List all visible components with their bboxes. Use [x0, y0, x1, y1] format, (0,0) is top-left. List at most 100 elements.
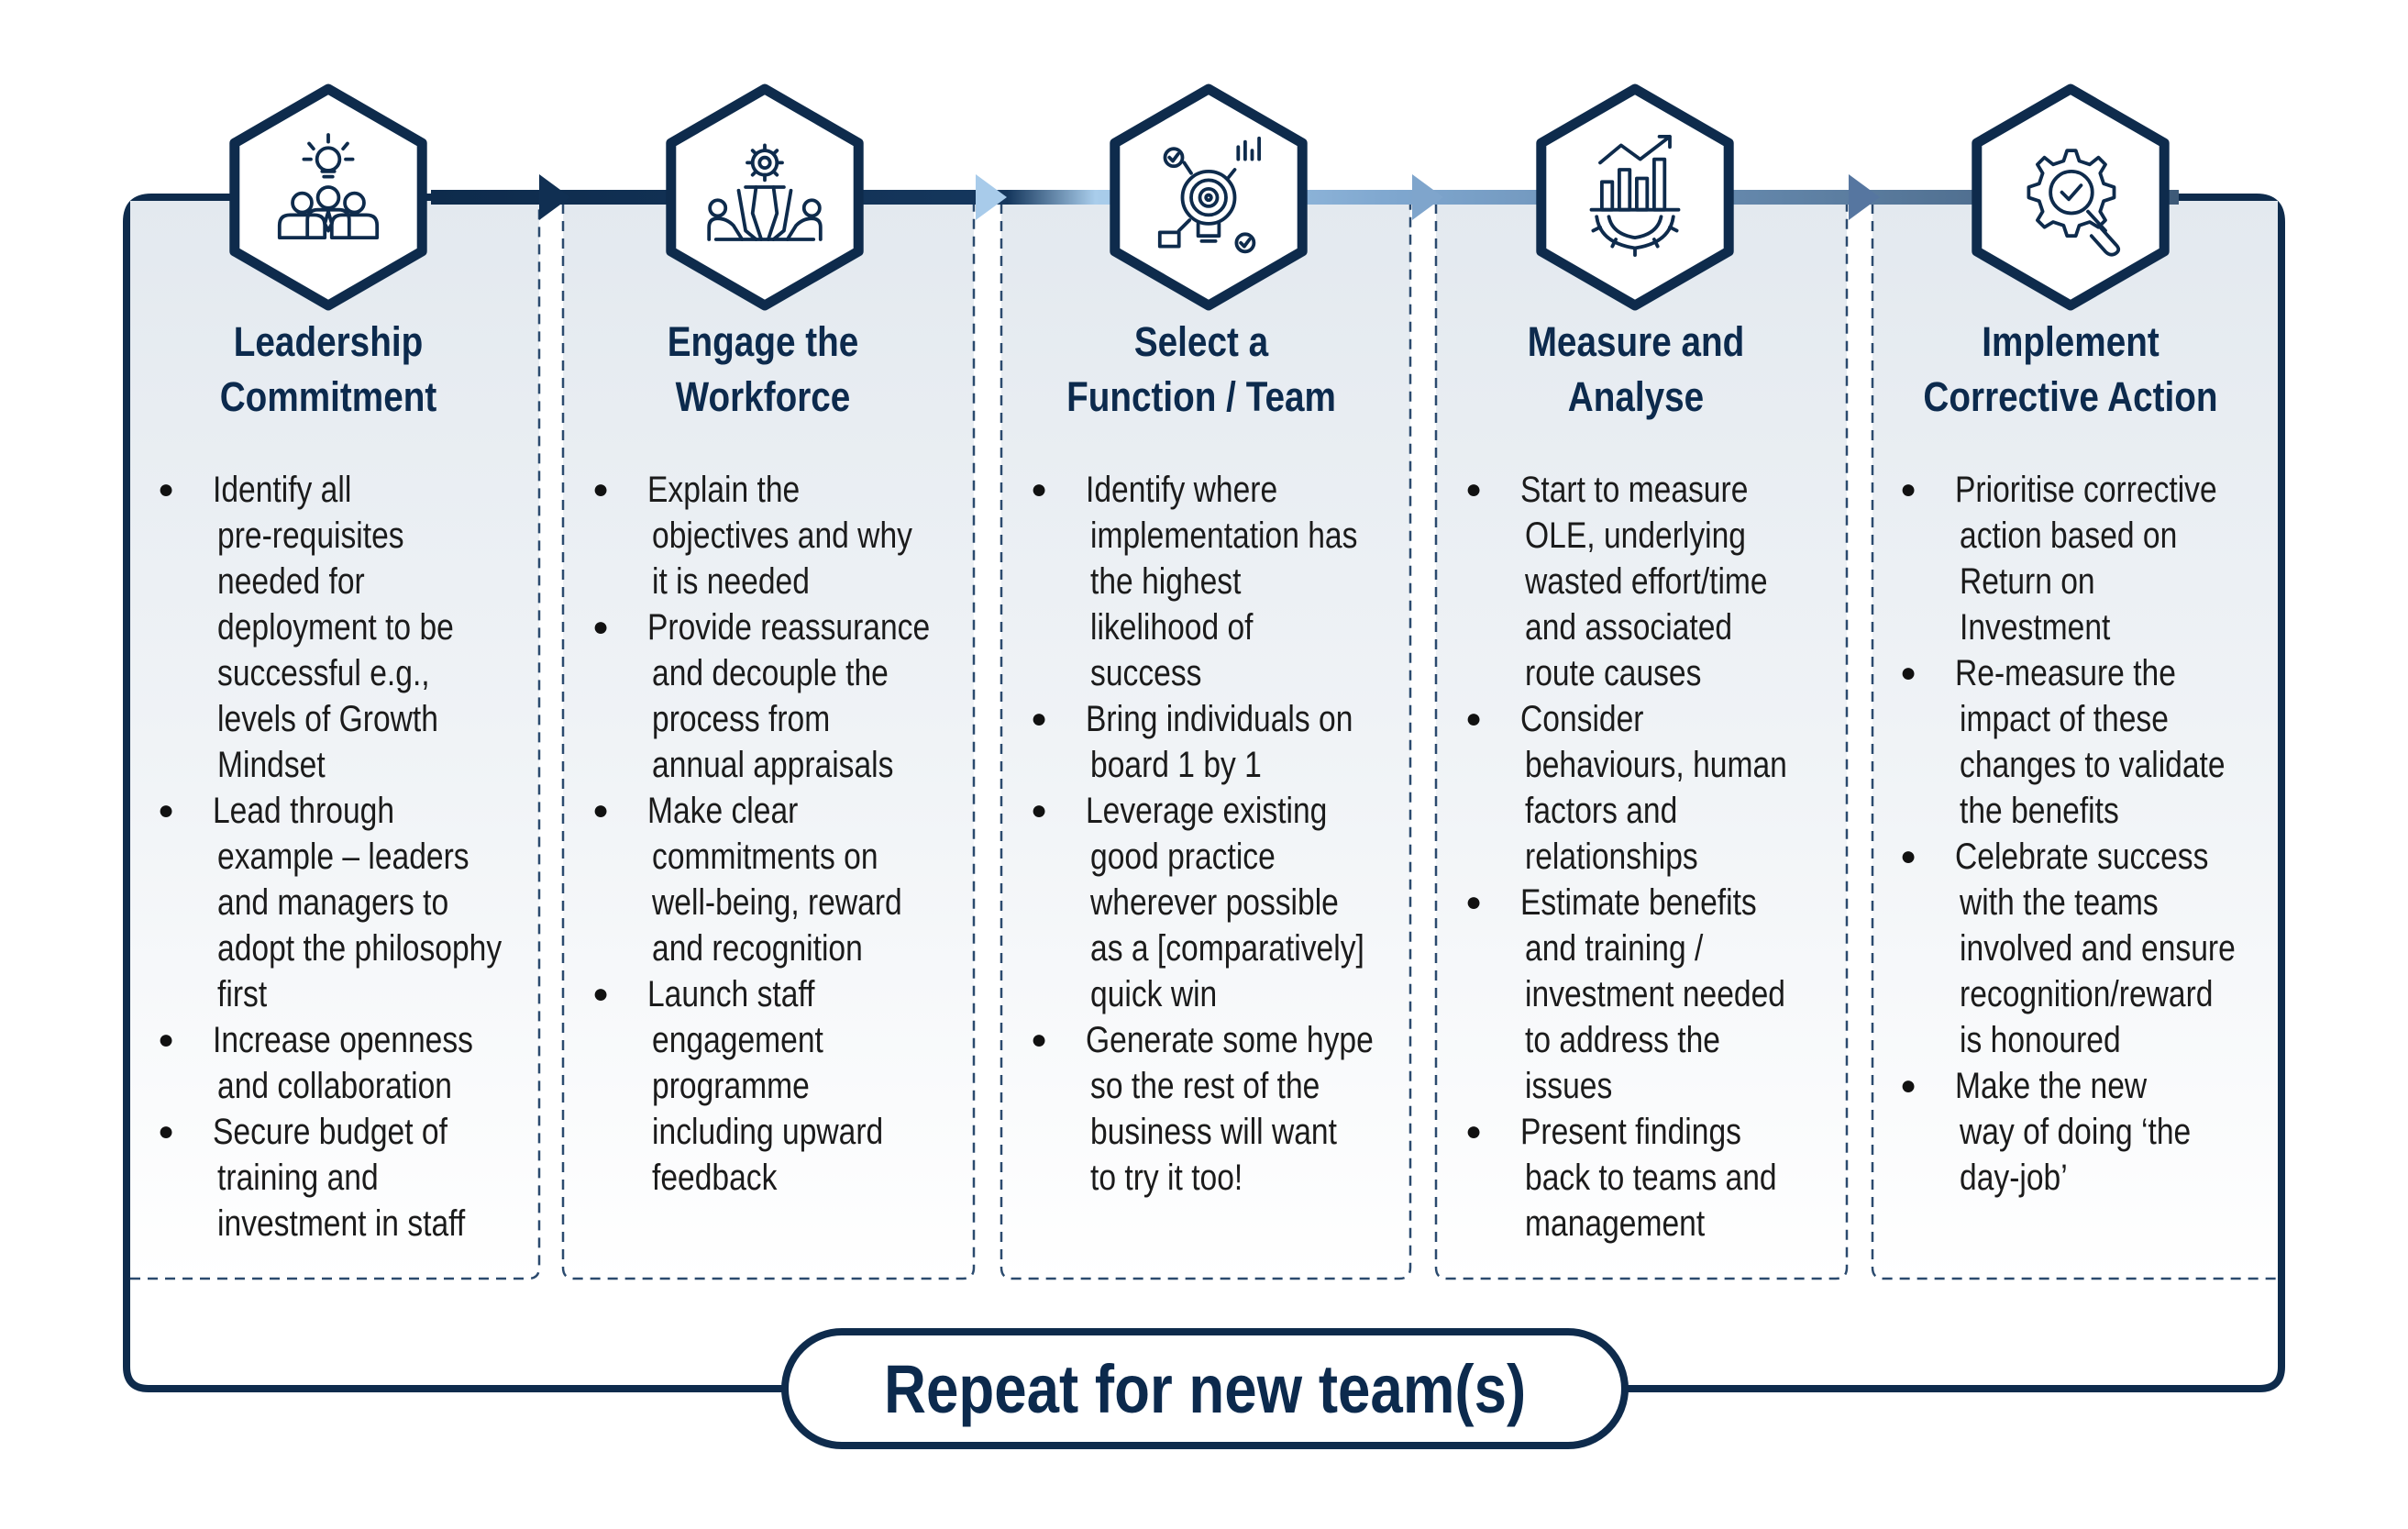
bullet-line: Start to measure — [1520, 470, 1749, 510]
step-title-line: Function / Team — [1066, 373, 1336, 420]
bullet-line: back to teams and — [1525, 1158, 1777, 1198]
bullet-icon: ● — [1031, 1025, 1048, 1055]
bullet-line: Make clear — [647, 791, 799, 831]
bullet-line: management — [1525, 1203, 1706, 1244]
bullet-icon: ● — [158, 474, 175, 504]
bullet-line: Present findings — [1520, 1112, 1741, 1152]
step-title-line: Analyse — [1567, 373, 1705, 420]
step-title-line: Implement — [1982, 318, 2159, 365]
bullet-line: good practice — [1090, 837, 1276, 877]
bullet-line: including upward — [652, 1112, 884, 1152]
bullet-icon: ● — [1900, 1070, 1917, 1101]
hexagon-shape — [666, 83, 864, 311]
bullet-icon: ● — [158, 1025, 175, 1055]
bullet-line: quick win — [1090, 974, 1218, 1014]
bullet-line: example – leaders — [217, 837, 469, 877]
bullet-icon: ● — [1031, 704, 1048, 734]
dashed-borders — [130, 204, 2278, 1280]
bullet-line: likelihood of — [1090, 607, 1254, 648]
bullet-line: board 1 by 1 — [1090, 745, 1262, 785]
bullet-icon: ● — [1465, 704, 1483, 734]
leadership-icon — [277, 133, 380, 240]
bullet-line: behaviours, human — [1525, 745, 1787, 785]
bullet-line: day-job’ — [1960, 1158, 2068, 1198]
bullet-line: programme — [652, 1066, 810, 1106]
bullet-line: Consider — [1520, 699, 1644, 739]
arrow-icon — [1849, 174, 1880, 220]
bullet-line: so the rest of the — [1090, 1066, 1320, 1106]
bullet-line: successful e.g., — [217, 653, 430, 693]
bullet-line: recognition/reward — [1960, 974, 2214, 1014]
step-hexagon — [1110, 83, 1308, 311]
bullet-line: and managers to — [217, 882, 449, 923]
panel-3 — [1001, 201, 1410, 1282]
panel-4 — [1436, 201, 1847, 1282]
bullet-line: Leverage existing — [1086, 791, 1328, 831]
bullet-icon: ● — [592, 612, 610, 642]
arrow-icon — [1412, 174, 1443, 220]
bullet-line: changes to validate — [1960, 745, 2226, 785]
loop-frame — [123, 194, 2285, 1392]
target-bulb-icon — [1157, 136, 1262, 254]
bullet-line: implementation has — [1090, 515, 1358, 556]
bullet-line: needed for — [217, 561, 365, 602]
bullet-line: business will want — [1090, 1112, 1337, 1152]
step-title-line: Commitment — [219, 373, 437, 420]
repeat-label: Repeat for new team(s) — [783, 1332, 1627, 1446]
bullet-line: Explain the — [647, 470, 801, 510]
bullet-line: Identify all — [213, 470, 352, 510]
bullet-line: training and — [217, 1158, 379, 1198]
bullet-line: as a [comparatively] — [1090, 928, 1364, 969]
bullet-text: Present findings back to teams and managem… — [1520, 1109, 1851, 1246]
bullet-line: Investment — [1960, 607, 2111, 648]
bullet-line: the benefits — [1960, 791, 2119, 831]
bullet-line: Re-measure the — [1955, 653, 2176, 693]
bullet-line: action based on — [1960, 515, 2178, 556]
bullet-icon: ● — [1465, 474, 1483, 504]
repeat-pill — [781, 1328, 1629, 1449]
bullet-line: Mindset — [217, 745, 326, 785]
bullet-icon: ● — [592, 474, 610, 504]
bullet-line: Provide reassurance — [647, 607, 931, 648]
step-title-line: Measure and — [1527, 318, 1745, 365]
bullet-icon: ● — [1465, 1116, 1483, 1147]
chart-gear-icon — [1589, 134, 1681, 258]
bullet-icon: ● — [1900, 658, 1917, 688]
bullet-line: route causes — [1525, 653, 1702, 693]
step-hexagon — [1972, 83, 2170, 311]
